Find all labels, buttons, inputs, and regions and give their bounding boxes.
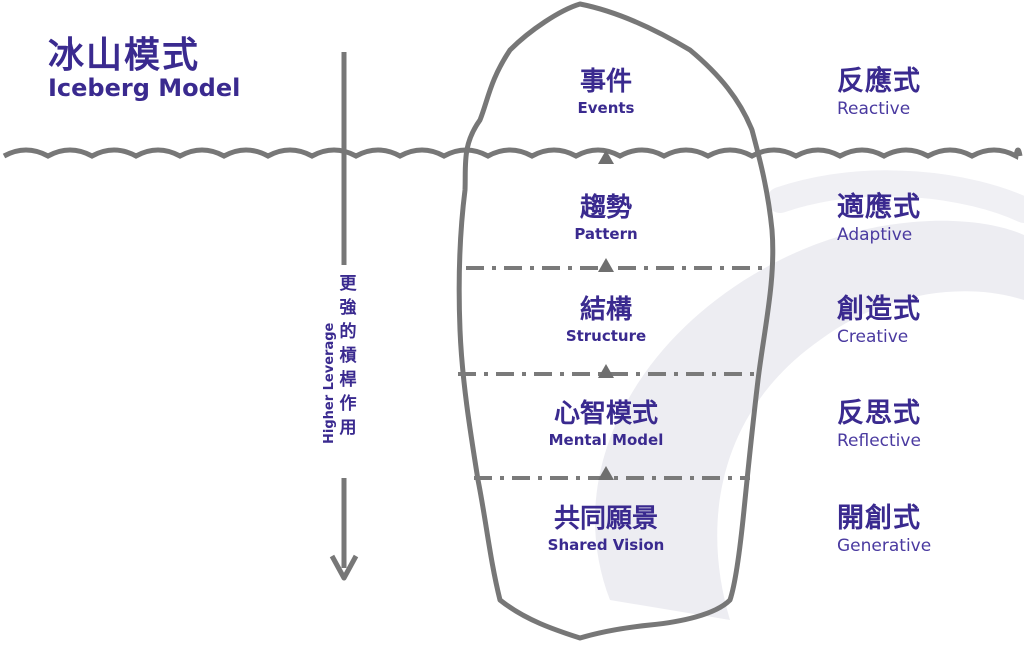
response-label-chinese: 創造式 — [837, 294, 921, 325]
layer-label-chinese: 事件 — [579, 67, 632, 97]
up-arrow-icon — [598, 150, 614, 164]
layer-mental-model: 心智模式 Mental Model — [486, 398, 726, 450]
down-arrow-icon — [329, 554, 359, 581]
response-label-english: Generative — [837, 536, 932, 556]
response-reactive: 反應式 Reactive — [837, 66, 921, 120]
response-label-chinese: 反思式 — [837, 398, 921, 429]
up-arrow-icon — [598, 258, 614, 272]
layer-label-english: Events — [577, 99, 635, 117]
up-arrow-icon — [598, 466, 614, 480]
response-label-chinese: 開創式 — [837, 503, 921, 534]
leverage-label-english: Higher Leverage — [322, 322, 337, 444]
layer-events: 事件 Events — [486, 66, 726, 118]
waterline — [2, 147, 1023, 160]
response-label-english: Reactive — [837, 99, 911, 119]
leverage-label-chinese: 更強的槓桿作用 — [339, 274, 357, 438]
iceberg-outline — [456, 1, 776, 641]
layer-shared-vision: 共同願景 Shared Vision — [486, 503, 726, 555]
title-english: Iceberg Model — [48, 74, 241, 102]
background-swirl — [595, 220, 1024, 620]
layer-pattern: 趨勢 Pattern — [486, 192, 726, 244]
background-swirl-stroke — [767, 170, 1024, 223]
layer-label-english: Mental Model — [548, 431, 664, 449]
response-adaptive: 適應式 Adaptive — [837, 192, 921, 246]
response-creative: 創造式 Creative — [837, 294, 921, 348]
layer-label-chinese: 心智模式 — [553, 399, 658, 429]
layer-label-english: Structure — [565, 327, 647, 345]
response-label-chinese: 適應式 — [837, 192, 921, 223]
layer-label-chinese: 共同願景 — [553, 504, 658, 534]
layer-label-chinese: 結構 — [579, 295, 632, 325]
layer-label-chinese: 趨勢 — [579, 193, 632, 223]
response-label-english: Creative — [837, 327, 909, 347]
layer-label-english: Pattern — [574, 225, 638, 243]
layer-structure: 結構 Structure — [486, 294, 726, 346]
response-reflective: 反思式 Reflective — [837, 398, 921, 452]
response-generative: 開創式 Generative — [837, 503, 931, 557]
title-chinese: 冰山模式 — [48, 35, 201, 76]
response-label-english: Adaptive — [837, 225, 913, 245]
layer-label-english: Shared Vision — [547, 536, 665, 554]
up-arrow-icon — [598, 364, 614, 378]
response-label-chinese: 反應式 — [837, 66, 921, 97]
response-label-english: Reflective — [837, 431, 921, 451]
